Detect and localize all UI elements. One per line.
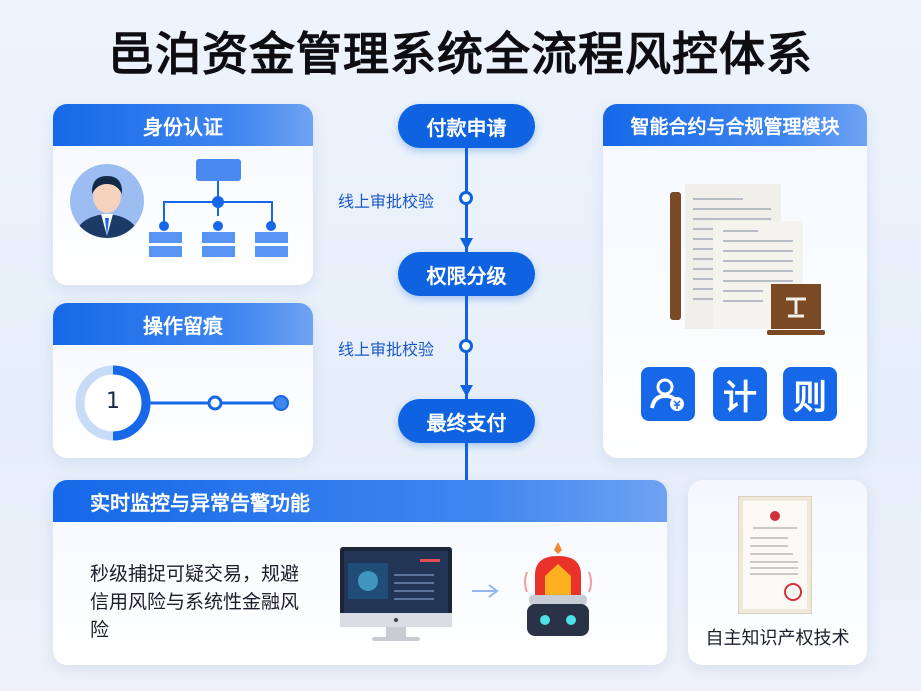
trace-step-number: 1 [106,389,120,414]
arrow-right-icon [472,584,499,598]
certificate-icon [738,496,812,614]
flow-step-final-payment: 最终支付 [398,399,535,443]
badge-ji: 计 [713,367,767,421]
monitor-card: 实时监控与异常告警功能 秒级捕捉可疑交易，规避信用风险与系统性金融风险 [53,480,667,665]
arrow-down-icon [460,385,473,397]
flow-check-label: 线上审批校验 [338,192,435,211]
monitor-description: 秒级捕捉可疑交易，规避信用风险与系统性金融风险 [90,563,300,641]
trace-header: 操作留痕 [53,303,313,345]
contract-card: 智能合约与合规管理模块 计 则 [603,104,867,458]
arrow-down-icon [460,238,473,250]
timeline-icon [75,365,289,441]
identity-header: 身份认证 [53,104,313,146]
page-title: 邑泊资金管理系统全流程风控体系 [108,27,813,81]
ip-caption: 自主知识产权技术 [705,628,850,649]
trace-card: 操作留痕 1 [53,303,313,458]
ip-card: 自主知识产权技术 [688,480,867,665]
flow-line [465,148,468,480]
flow-step-permission-level: 权限分级 [398,252,535,296]
user-finance-icon [641,367,695,421]
flow-step-payment-request: 付款申请 [398,104,535,148]
contract-document-icon [670,184,825,335]
monitor-header: 实时监控与异常告警功能 [53,480,667,522]
flow-check-label: 线上审批校验 [338,340,435,359]
flow-check-node [459,339,473,353]
flow-check-node [459,191,473,205]
org-chart-icon [70,159,288,257]
identity-card: 身份认证 [53,104,313,285]
monitor-screen-icon [340,547,452,641]
alarm-light-icon [524,542,592,636]
contract-header: 智能合约与合规管理模块 [603,104,867,146]
badge-ze: 则 [783,367,837,421]
